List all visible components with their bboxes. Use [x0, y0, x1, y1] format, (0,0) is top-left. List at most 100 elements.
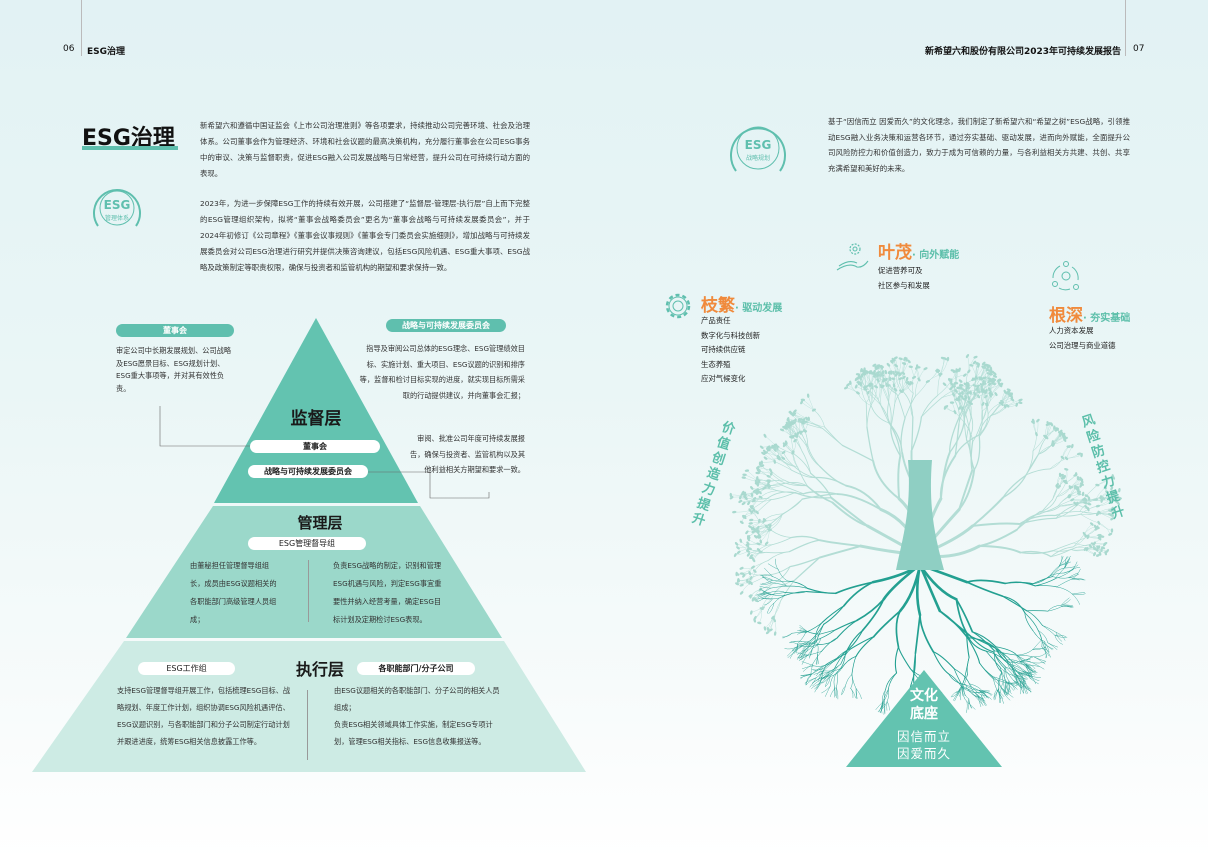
- root-branch: [1011, 660, 1019, 674]
- tree-branch: [1019, 550, 1052, 558]
- leaf: [770, 471, 773, 476]
- leaf: [739, 572, 745, 575]
- leaf: [938, 372, 943, 376]
- management-left-description: 由董秘担任管理督导组组长，成员由ESG议题相关的各职能部门高级管理人员组成；: [190, 561, 277, 624]
- leaf: [763, 626, 767, 631]
- steering-group-pill: ESG管理督导组: [248, 537, 366, 550]
- root-branch: [1005, 683, 1008, 696]
- leaf: [975, 384, 981, 388]
- root-branch: [980, 694, 992, 700]
- root-branch: [966, 581, 1004, 597]
- root-branch: [959, 686, 962, 697]
- root-branch: [844, 630, 864, 653]
- root-branch: [1032, 630, 1044, 643]
- leaf: [746, 578, 749, 584]
- root-branch: [1047, 642, 1058, 650]
- root-branch: [992, 676, 1008, 683]
- root-branch: [1005, 666, 1020, 674]
- root-branch: [1054, 635, 1063, 645]
- tree-branch: [978, 410, 983, 437]
- tree-branch: [1073, 542, 1091, 547]
- leaf: [992, 371, 997, 376]
- leaf: [880, 384, 885, 389]
- root-branch: [954, 690, 960, 702]
- root-branch: [812, 651, 822, 665]
- root-branch: [1049, 565, 1060, 577]
- tree-branch: [896, 374, 904, 393]
- root-branch: [825, 676, 831, 687]
- root-branch: [932, 651, 955, 670]
- right-page-number: 07: [1133, 44, 1145, 54]
- leaf: [886, 362, 891, 367]
- tree-branch: [973, 378, 976, 398]
- root-branch: [828, 651, 846, 665]
- tree-branch: [761, 593, 775, 609]
- intro-paragraph: 新希望六和遵循中国证监会《上市公司治理准则》等各项要求，持续推动公司完善环境、社…: [200, 121, 530, 178]
- root-branch: [966, 632, 970, 658]
- leaf: [756, 535, 760, 539]
- leaf: [741, 476, 746, 479]
- root-branch: [1018, 673, 1028, 680]
- root-branch: [829, 672, 838, 687]
- leaf: [738, 499, 743, 504]
- tree-branch: [1054, 510, 1081, 516]
- leaf: [1076, 490, 1082, 493]
- root-branch: [875, 701, 883, 710]
- root-branch: [953, 668, 970, 685]
- root-branch: [845, 674, 853, 687]
- esg-management-badge-icon: [93, 189, 141, 227]
- leaf: [860, 368, 863, 373]
- leaf: [957, 395, 962, 399]
- leaf: [846, 383, 850, 387]
- tree-branch: [1038, 443, 1053, 455]
- root-branch: [998, 687, 1001, 700]
- leaf: [755, 471, 760, 475]
- leaf: [767, 483, 771, 488]
- tree-branch: [793, 453, 812, 474]
- root-branch: [810, 664, 813, 677]
- leaf: [1061, 474, 1064, 480]
- leaf: [745, 530, 749, 535]
- roots-heading: 根深: [1049, 306, 1083, 326]
- tree-branch: [888, 401, 892, 427]
- report-title: 新希望六和股份有限公司2023年可持续发展报告: [924, 47, 1121, 57]
- root-branch: [962, 686, 975, 696]
- tree-branch: [806, 485, 834, 504]
- leaf: [1068, 494, 1072, 499]
- root-branch: [799, 625, 808, 632]
- branches-list: 产品责任 数字化与科技创新 可持续供应链 生态养殖 应对气候变化: [701, 314, 760, 387]
- leaf: [898, 377, 903, 381]
- tree-branch: [771, 492, 796, 501]
- root-branch: [1032, 661, 1046, 664]
- leaf: [1051, 442, 1055, 447]
- root-branch: [1042, 625, 1057, 633]
- leaf: [958, 384, 964, 387]
- leaf: [739, 538, 743, 543]
- root-branch: [836, 672, 838, 688]
- tree-branch: [882, 386, 889, 403]
- root-branch: [835, 619, 858, 631]
- root-branch: [1016, 654, 1034, 664]
- branches-title: 枝繁· 驱动发展: [701, 291, 782, 316]
- tree-branch: [872, 459, 901, 500]
- leaf: [746, 552, 751, 557]
- leaf: [805, 416, 809, 421]
- leaf: [935, 369, 940, 374]
- leaf: [736, 578, 740, 583]
- leaf: [966, 391, 971, 395]
- committee-node: 战略与可持续发展委员会: [248, 465, 368, 478]
- root-branch: [768, 592, 786, 596]
- root-branch: [850, 636, 875, 650]
- root-branch: [882, 688, 889, 703]
- leaf: [1074, 472, 1078, 477]
- root-branch: [1004, 581, 1034, 585]
- tree-branch: [1080, 497, 1102, 503]
- root-branch: [801, 661, 814, 667]
- root-branch: [1064, 556, 1068, 568]
- leaf: [793, 409, 797, 413]
- leaf: [988, 382, 992, 386]
- tree-branch: [789, 556, 821, 568]
- leaf: [793, 438, 797, 443]
- tree-branch: [845, 484, 882, 511]
- leaf: [969, 363, 974, 367]
